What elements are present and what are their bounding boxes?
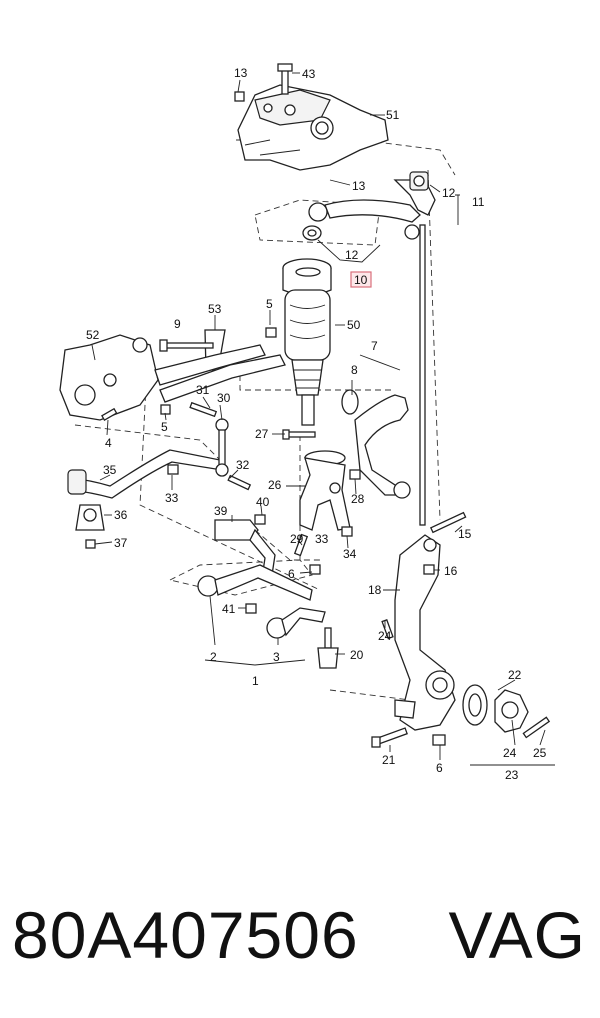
subframe-bracket-52 [59, 334, 159, 421]
wheel-bearing-22 [462, 684, 488, 726]
label-30: 30 [217, 391, 231, 405]
leader-lines [91, 72, 555, 766]
ball-joint-20 [317, 627, 339, 669]
bolt-4 [101, 407, 118, 421]
nut-34 [341, 526, 353, 537]
label-6-middle: 6 [288, 567, 295, 581]
nut-6-lower-arm [309, 564, 321, 575]
label-35: 35 [103, 463, 117, 477]
label-31: 31 [196, 383, 210, 397]
label-15: 15 [458, 527, 472, 541]
label-27: 27 [255, 427, 269, 441]
nut-6-bottom [432, 734, 446, 746]
label-12-right: 12 [442, 186, 456, 200]
label-4: 4 [105, 436, 112, 450]
bolt-29 [293, 533, 309, 557]
nut-41 [245, 603, 257, 614]
label-26: 26 [268, 478, 282, 492]
label-10: 10 [354, 273, 368, 287]
part-number: 80A407506 [12, 898, 359, 972]
label-12-left: 12 [345, 248, 359, 262]
bolt-15 [429, 511, 467, 534]
label-32: 32 [236, 458, 250, 472]
label-50: 50 [347, 318, 361, 332]
nut-16 [423, 564, 435, 575]
bolt-31 [189, 401, 218, 418]
wheel-bearing-housing-18 [394, 534, 456, 731]
bolt-21 [371, 727, 408, 748]
label-11: 11 [472, 195, 485, 209]
label-20: 20 [350, 648, 364, 662]
highlight-box-10 [350, 271, 372, 288]
brand-name: VAG [448, 898, 586, 972]
label-8: 8 [351, 363, 358, 377]
label-18: 18 [368, 583, 382, 597]
label-21: 21 [382, 753, 396, 767]
bolt-43 [277, 63, 293, 95]
label-39: 39 [214, 504, 228, 518]
bolt-9 [159, 339, 214, 352]
label-40: 40 [256, 495, 270, 509]
coupling-rod-30 [215, 418, 229, 477]
label-24-left: 24 [378, 629, 392, 643]
nut-5-upper [265, 327, 277, 338]
stabilizer-bar [67, 449, 223, 499]
label-23: 23 [505, 768, 519, 782]
label-5-upper: 5 [266, 297, 273, 311]
air-spring-strut [282, 258, 332, 426]
label-25: 25 [533, 746, 547, 760]
label-43: 43 [302, 67, 316, 81]
label-24-right: 24 [503, 746, 517, 760]
label-52: 52 [86, 328, 100, 342]
bolt-27 [282, 429, 316, 440]
bushing-12 [302, 225, 322, 241]
lower-control-arm-3 [266, 607, 326, 639]
nut-33-left [167, 464, 179, 475]
label-7: 7 [371, 339, 378, 353]
tie-rod [419, 224, 426, 526]
label-53: 53 [208, 302, 222, 316]
label-6-bottom: 6 [436, 761, 443, 775]
bolt-25 [522, 716, 551, 739]
label-22: 22 [508, 668, 522, 682]
label-1: 1 [252, 674, 259, 688]
bolt-32 [227, 474, 252, 491]
label-3: 3 [273, 650, 280, 664]
nut-40 [254, 514, 266, 525]
strut-mount-housing [237, 84, 389, 171]
stabilizer-bracket-arm [154, 344, 286, 403]
wheel-hub [494, 689, 529, 733]
part-labels: 13 43 51 13 12 11 12 10 5 53 9 52 50 7 8… [86, 66, 547, 782]
bolt-37 [85, 539, 96, 549]
footer: 80A407506 VAG [0, 880, 600, 990]
upper-control-arm-front [393, 171, 436, 216]
label-34: 34 [343, 547, 357, 561]
label-36: 36 [114, 508, 128, 522]
nut-5-lower [160, 404, 171, 415]
label-5-lower: 5 [161, 420, 168, 434]
nut-28 [349, 469, 361, 480]
label-28: 28 [351, 492, 365, 506]
label-2: 2 [210, 650, 217, 664]
label-13-mid: 13 [352, 179, 366, 193]
label-33-right: 33 [315, 532, 329, 546]
label-9: 9 [174, 317, 181, 331]
track-control-arm-7 [341, 389, 411, 499]
lower-control-arm-2 [197, 564, 313, 601]
label-33-left: 33 [165, 491, 179, 505]
label-51: 51 [386, 108, 400, 122]
label-29: 29 [290, 532, 304, 546]
exploded-suspension-diagram: 13 43 51 13 12 11 12 10 5 53 9 52 50 7 8… [59, 63, 555, 782]
strut-fork-26 [299, 450, 351, 531]
label-16: 16 [444, 564, 458, 578]
label-13-top: 13 [234, 66, 248, 80]
label-37: 37 [114, 536, 128, 550]
stabilizer-clamp-36 [75, 504, 105, 531]
upper-control-arm-rear [308, 199, 421, 240]
label-41: 41 [222, 602, 236, 616]
nut-13-top [234, 91, 245, 102]
